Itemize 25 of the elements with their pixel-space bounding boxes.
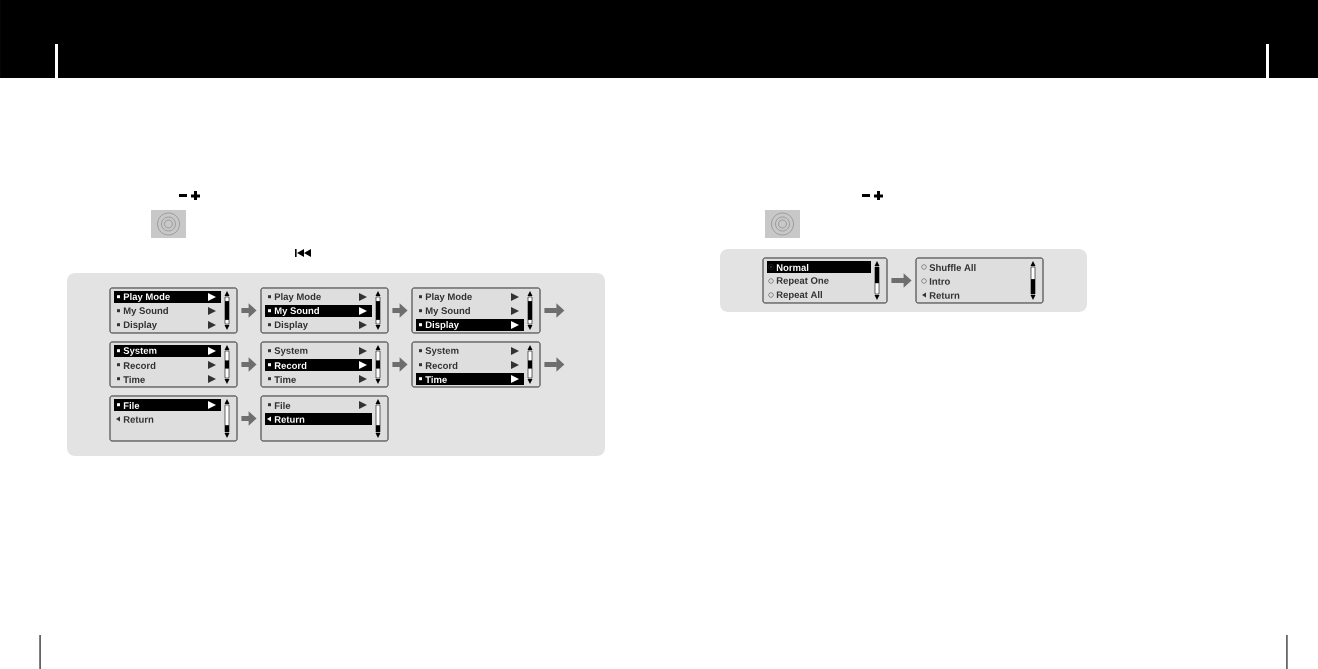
menu-item: System <box>419 347 519 356</box>
menu-item: Play Mode <box>419 293 519 302</box>
highlighted-menu-item: Display <box>416 319 524 331</box>
highlighted-menu-item: My Sound <box>265 305 372 317</box>
menu-item: Shuffle All <box>921 264 976 271</box>
menu-item: My Sound <box>117 307 216 316</box>
highlighted-menu-item: Record <box>265 359 372 371</box>
menu-item: Time <box>268 375 367 383</box>
menu-item: Repeat All <box>768 291 822 300</box>
menu-item: Record <box>419 361 519 369</box>
menu-item: Display <box>268 321 367 330</box>
menu-item: Time <box>117 375 216 383</box>
menu-item: Display <box>117 321 216 330</box>
menu-item: Record <box>117 361 216 369</box>
menu-item: System <box>268 347 367 356</box>
highlighted-menu-item: System <box>114 345 221 357</box>
menu-screen <box>915 257 1044 304</box>
menu-item: File <box>268 401 367 409</box>
highlighted-menu-item: Normal <box>767 261 871 273</box>
menu-item: Intro <box>921 278 950 285</box>
menu-item: Return <box>116 416 154 423</box>
menu-item: My Sound <box>419 307 519 316</box>
menu-item: Repeat One <box>768 277 829 286</box>
menu-item: Return <box>922 292 960 299</box>
menu-item: Play Mode <box>268 293 367 302</box>
